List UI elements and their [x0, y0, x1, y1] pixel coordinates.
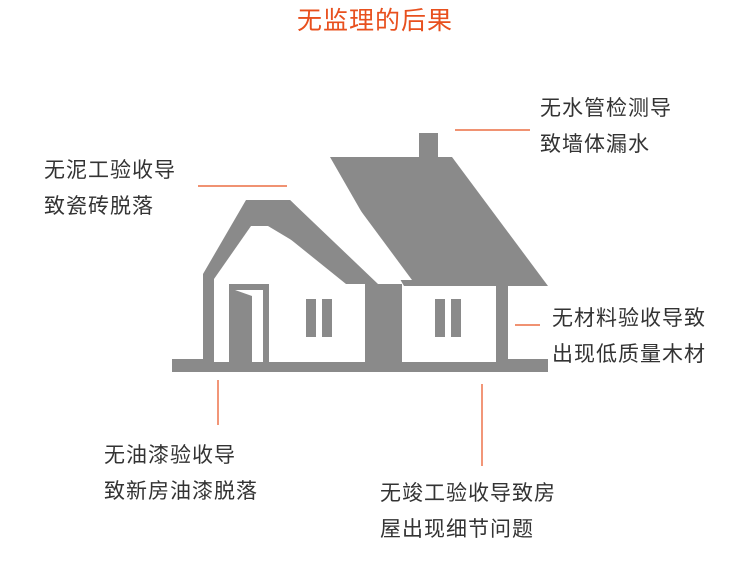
callout-completion-line-1: 无竣工验收导致房	[380, 481, 556, 505]
callout-mud-work: 无泥工验收导 致瓷砖脱落	[44, 152, 176, 224]
callout-mud-line-2: 致瓷砖脱落	[44, 194, 154, 218]
callout-completion-line-2: 屋出现细节问题	[380, 517, 534, 541]
callout-wood-line-1: 无材料验收导致	[552, 306, 706, 330]
callout-material-check: 无材料验收导致 出现低质量木材	[552, 300, 706, 372]
callout-paint-line-1: 无油漆验收导	[104, 443, 236, 467]
main-roof	[330, 157, 548, 286]
page-title: 无监理的后果	[296, 6, 453, 35]
window-left-2	[322, 299, 332, 337]
right-wall	[402, 286, 496, 362]
window-right-1	[435, 299, 445, 337]
ground-slab	[172, 359, 548, 372]
roof-ridge-gap	[322, 172, 412, 280]
door-panel	[235, 290, 252, 362]
callout-water-test: 无水管检测导 致墙体漏水	[540, 90, 672, 162]
callout-paint-check: 无油漆验收导 致新房油漆脱落	[104, 437, 258, 509]
window-right-2	[451, 299, 461, 337]
window-left-1	[306, 299, 316, 337]
callout-paint-line-2: 致新房油漆脱落	[104, 479, 258, 503]
callout-mud-line-1: 无泥工验收导	[44, 158, 176, 182]
center-pillar	[368, 284, 402, 362]
callout-wood-line-2: 出现低质量木材	[552, 342, 706, 366]
left-roof	[246, 200, 378, 284]
callout-water-line-1: 无水管检测导	[540, 96, 672, 120]
callout-water-line-2: 致墙体漏水	[540, 132, 650, 156]
right-post	[496, 286, 508, 362]
house-illustration	[172, 133, 548, 372]
callout-completion-check: 无竣工验收导致房 屋出现细节问题	[380, 475, 556, 547]
